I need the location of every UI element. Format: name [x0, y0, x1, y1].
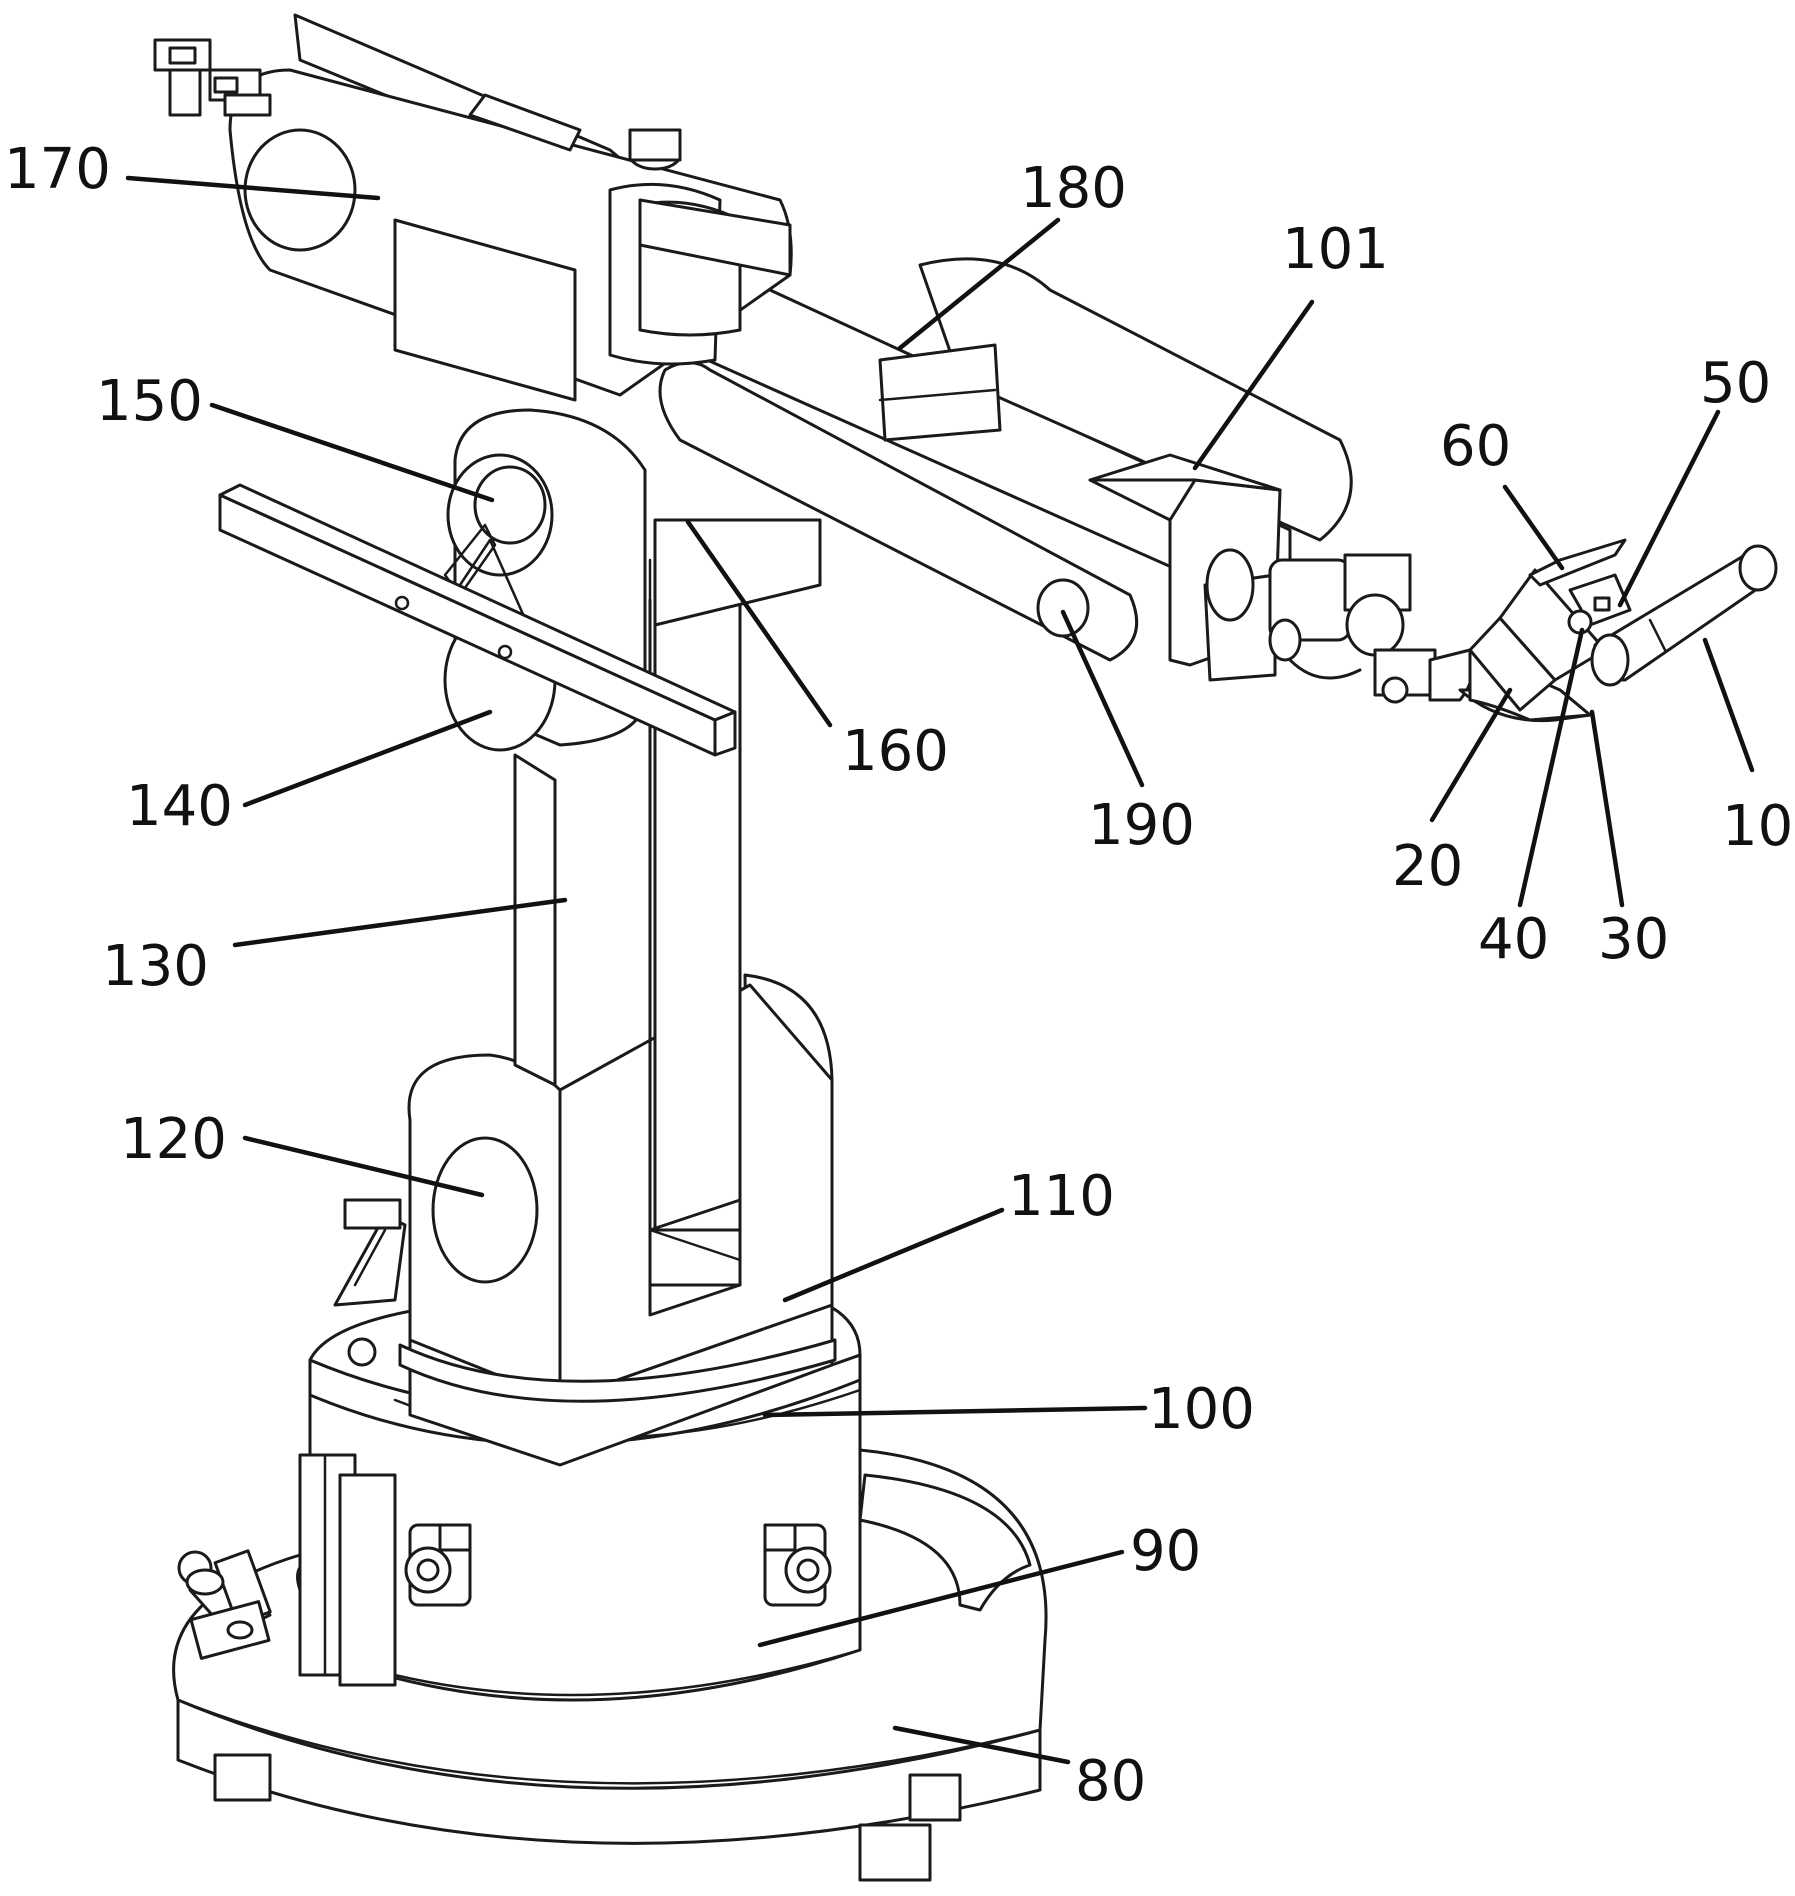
label-150: 150 [96, 369, 203, 434]
leader-20 [1432, 690, 1510, 820]
label-60: 60 [1440, 414, 1511, 479]
label-90: 90 [1130, 1519, 1201, 1584]
label-130: 130 [102, 934, 209, 999]
motor-housing [230, 15, 791, 400]
label-10: 10 [1722, 794, 1793, 859]
label-190: 190 [1088, 793, 1195, 858]
label-80: 80 [1075, 1749, 1146, 1814]
label-100: 100 [1148, 1377, 1255, 1442]
label-20: 20 [1392, 834, 1463, 899]
label-180: 180 [1020, 156, 1127, 221]
label-101: 101 [1282, 217, 1389, 282]
label-140: 140 [126, 774, 233, 839]
leader-30 [1592, 712, 1622, 905]
leader-50 [1620, 412, 1718, 605]
label-120: 120 [120, 1107, 227, 1172]
leader-60 [1505, 487, 1562, 568]
label-170: 170 [4, 137, 111, 202]
label-160: 160 [842, 719, 949, 784]
label-110: 110 [1008, 1164, 1115, 1229]
rear-fittings [155, 40, 270, 115]
wrist-unit [1205, 550, 1473, 702]
label-30: 30 [1598, 907, 1669, 972]
label-50: 50 [1700, 351, 1771, 416]
leader-140 [245, 712, 490, 805]
label-40: 40 [1478, 907, 1549, 972]
leader-150 [212, 405, 492, 500]
leader-10 [1705, 640, 1752, 770]
